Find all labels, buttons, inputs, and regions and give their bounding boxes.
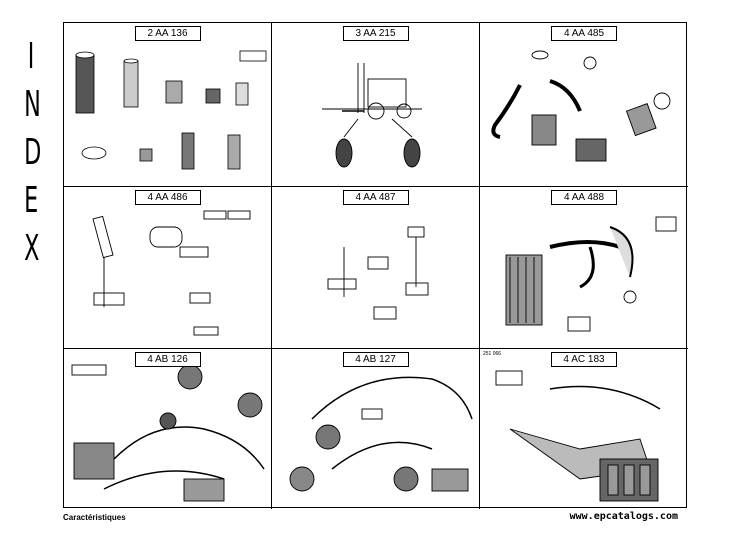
cell-label: 4 AA 485 [551,26,617,41]
footer-section-title: Caractéristiques [63,513,126,522]
index-cell-4ab127[interactable]: 4 AB 127 [272,349,480,509]
index-letter: N [24,84,41,125]
cell-label: 4 AA 487 [342,190,409,205]
index-letter: D [24,132,42,173]
index-cell-3aa215[interactable]: 3 AA 215 [272,23,480,187]
cell-label: 4 AB 127 [342,352,409,367]
index-cell-2aa136[interactable]: 2 AA 136 [64,23,272,187]
exhaust-drawing [92,210,251,336]
cooling-drawing [505,216,677,332]
hydraulic-drawing-1 [71,364,265,502]
forklift-drawing [322,63,422,168]
parts-index-grid: 2 AA 136 3 AA 215 [63,22,688,509]
index-letter: E [24,180,39,221]
index-letter: X [24,228,40,269]
engine-mounts-drawing [327,226,429,320]
cell-label: 4 AB 126 [134,352,201,367]
filters-drawing [75,50,267,170]
hydraulic-drawing-2 [289,376,473,492]
index-cell-4aa487[interactable]: 4 AA 487 [272,187,480,349]
engine-drawing [495,370,661,502]
cell-label: 4 AC 183 [551,352,617,367]
index-cell-4aa488[interactable]: 4 AA 488 [480,187,688,349]
index-cell-4ab126[interactable]: 4 AB 126 [64,349,272,509]
footer-website[interactable]: www.epcatalogs.com [569,511,678,522]
serial-reference: 251 066 [483,351,502,357]
cell-label: 2 AA 136 [134,26,201,41]
index-cell-4aa486[interactable]: 4 AA 486 [64,187,272,349]
cell-label: 4 AA 486 [134,190,201,205]
air-intake-drawing [491,50,671,162]
index-letter: I [27,36,35,77]
index-cell-4aa485[interactable]: 4 AA 485 [480,23,688,187]
cell-label: 3 AA 215 [342,26,409,41]
cell-label: 4 AA 488 [551,190,617,205]
index-cell-4ac183[interactable]: 251 066 4 AC 183 [480,349,688,509]
